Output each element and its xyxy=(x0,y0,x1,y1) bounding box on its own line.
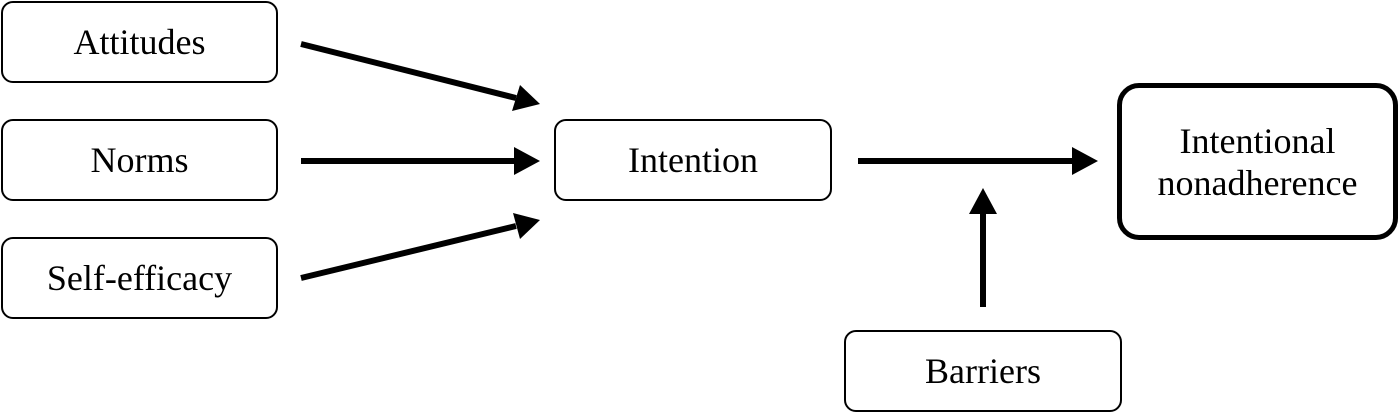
node-norms: Norms xyxy=(1,119,278,201)
node-intentional-nonadherence: Intentional nonadherence xyxy=(1117,83,1398,240)
node-self-efficacy: Self-efficacy xyxy=(1,237,278,319)
arrow-selfefficacy-to-intention xyxy=(300,223,517,281)
arrowhead-barriers xyxy=(969,188,997,214)
node-intention-label: Intention xyxy=(628,140,758,180)
node-barriers-label: Barriers xyxy=(925,351,1041,391)
node-attitudes: Attitudes xyxy=(1,1,278,83)
node-outcome-label-line2: nonadherence xyxy=(1157,162,1358,203)
node-outcome-label: Intentional nonadherence xyxy=(1158,120,1358,204)
arrowhead-attitudes xyxy=(512,85,540,111)
node-intention: Intention xyxy=(554,119,832,201)
arrowhead-norms xyxy=(514,147,540,175)
node-outcome-label-line1: Intentional xyxy=(1179,120,1336,161)
arrowhead-selfefficacy xyxy=(513,213,540,239)
node-self-efficacy-label: Self-efficacy xyxy=(46,258,233,298)
arrowhead-outcome xyxy=(1072,147,1098,175)
node-barriers: Barriers xyxy=(844,330,1122,412)
node-norms-label: Norms xyxy=(90,140,189,180)
arrow-attitudes-to-intention xyxy=(300,41,517,101)
node-attitudes-label: Attitudes xyxy=(73,22,206,62)
